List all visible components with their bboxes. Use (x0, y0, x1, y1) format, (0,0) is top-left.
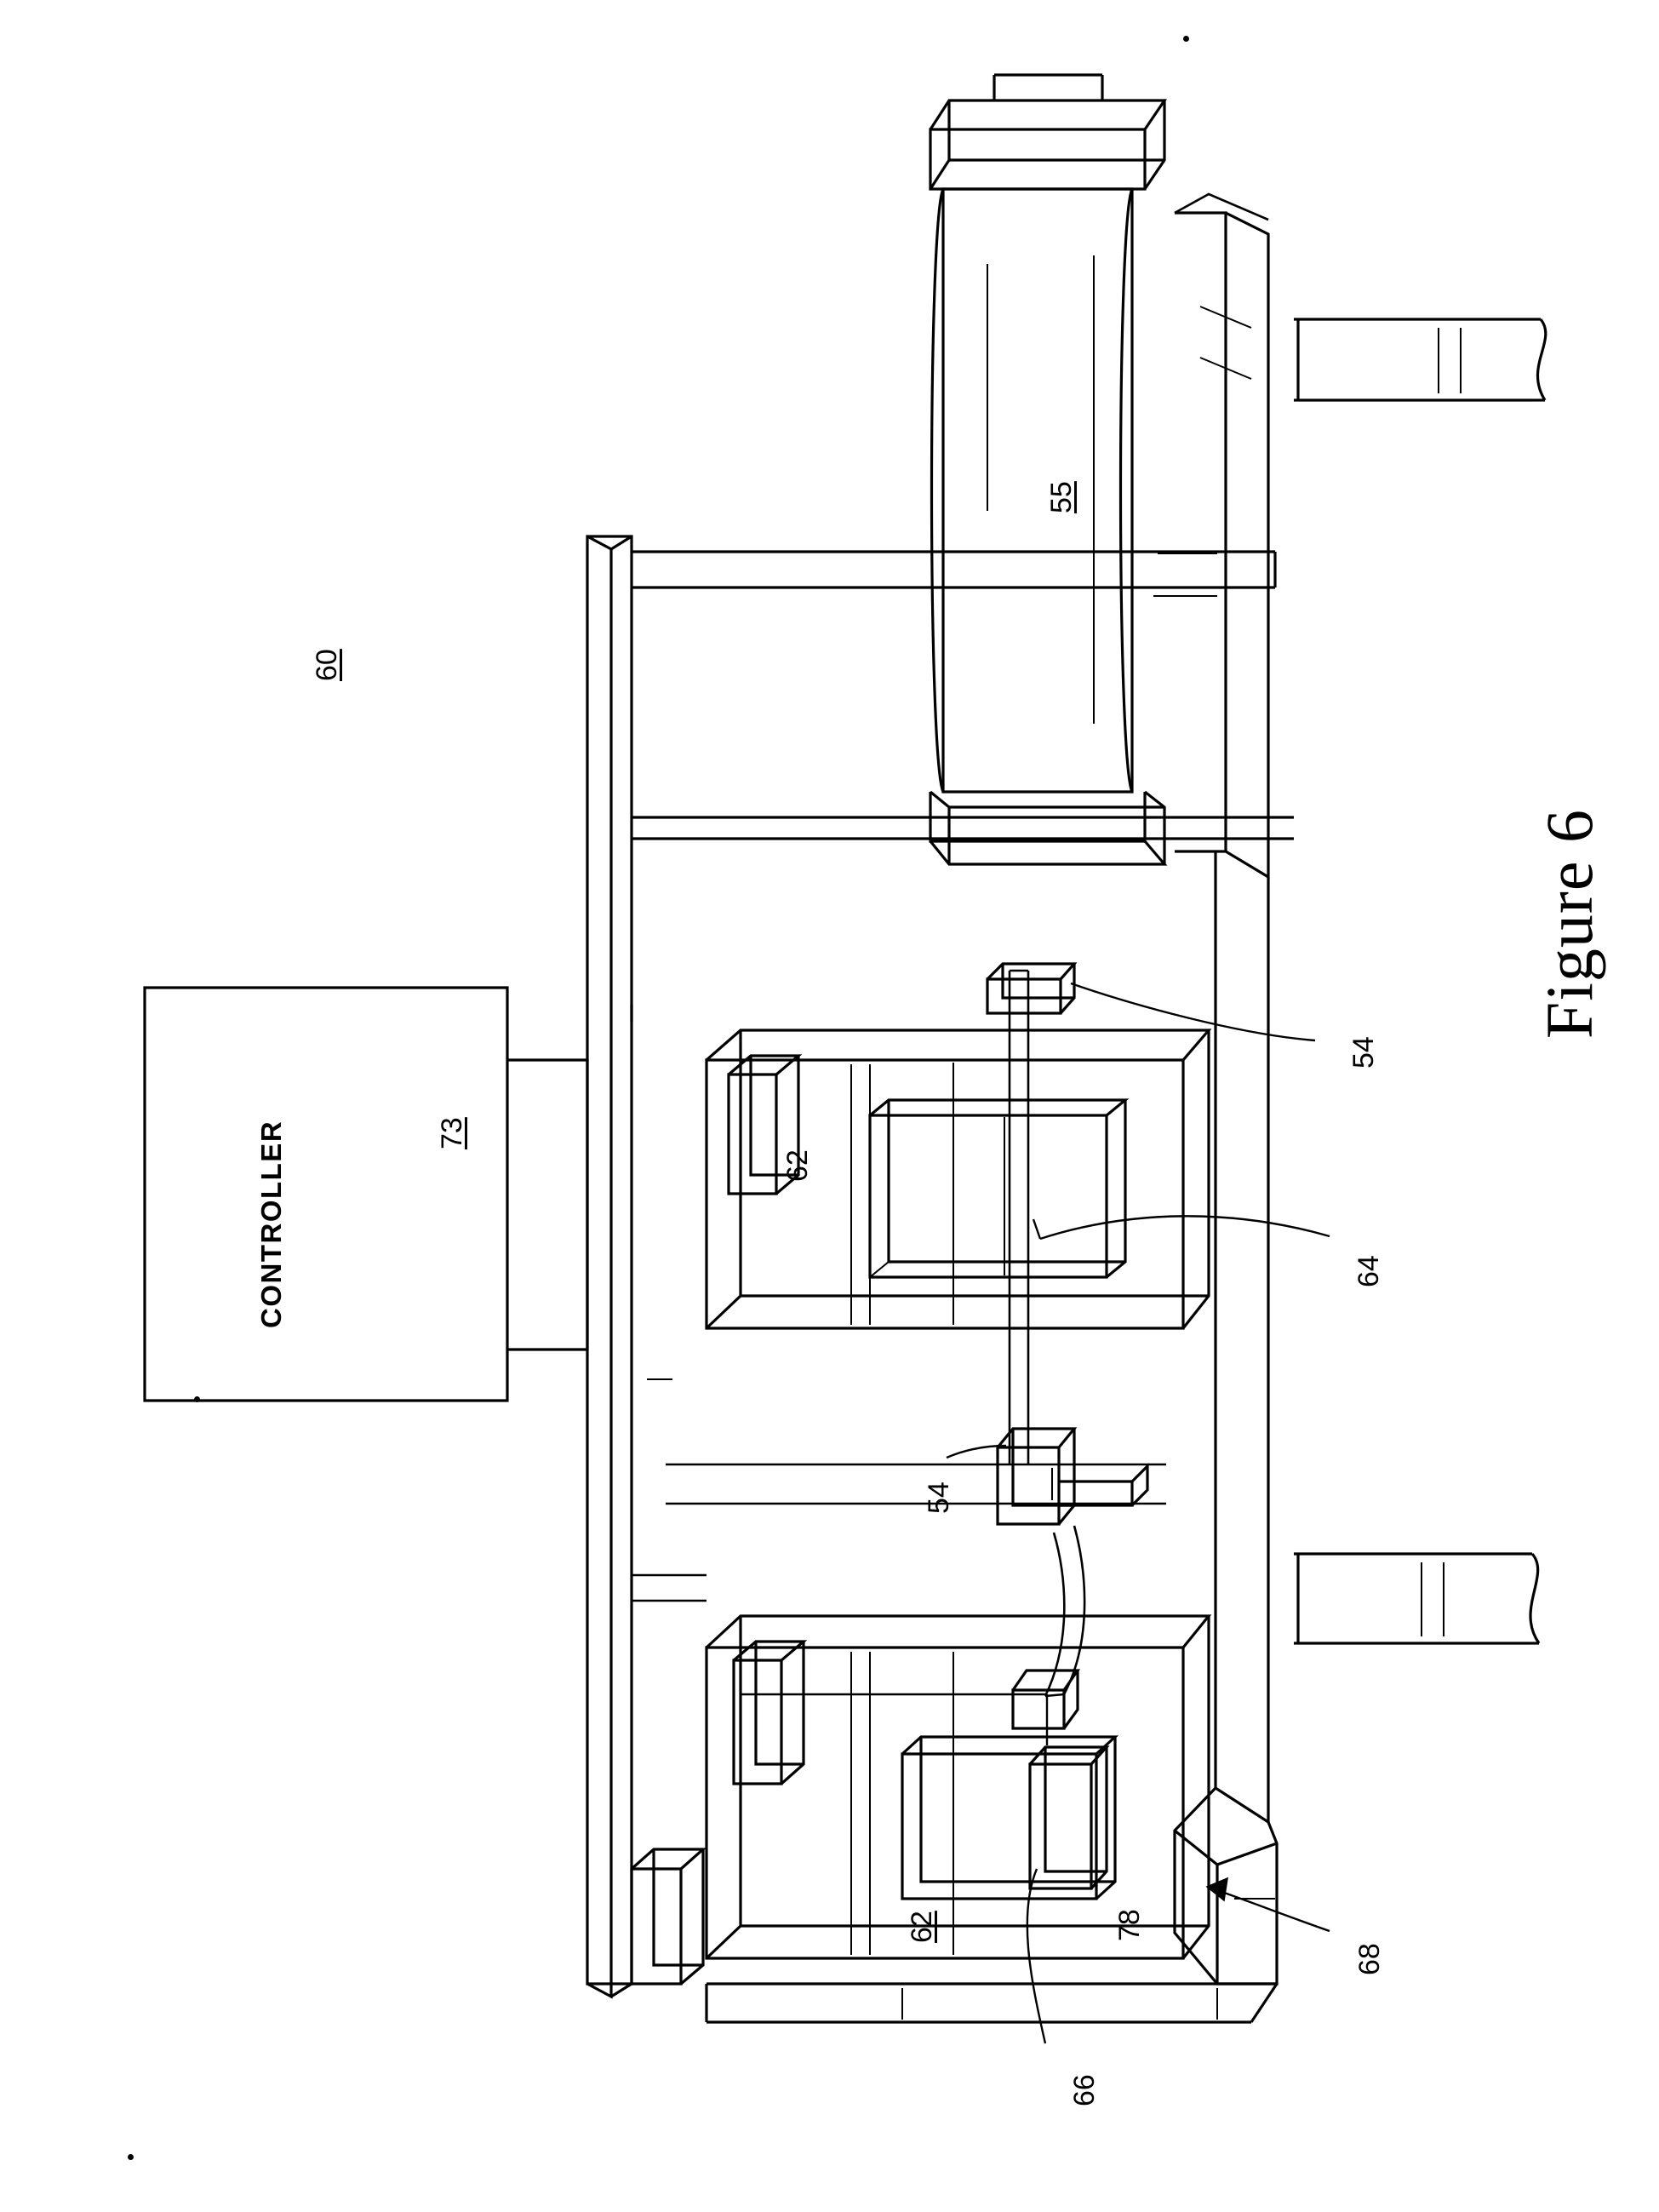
ref-numeral-66: 66 (1068, 2074, 1101, 2106)
figure-caption: Figure 6 (1532, 809, 1606, 1040)
ref-numeral-73: 73 (436, 1117, 468, 1149)
page-mark-top (1183, 36, 1189, 42)
ref-numeral-68: 68 (1353, 1943, 1386, 1975)
ref-numeral-54-upper: 54 (1347, 1036, 1380, 1069)
ref-numeral-55: 55 (1045, 481, 1078, 513)
ref-numeral-54-lower: 54 (923, 1481, 955, 1514)
page-mark-bottom-left (128, 2154, 134, 2160)
ref-numeral-62-lower: 62 (906, 1911, 938, 1943)
ref-numeral-60: 60 (311, 649, 343, 681)
page-mark-left (194, 1396, 200, 1402)
ref-numeral-78: 78 (1113, 1909, 1146, 1941)
ref-numeral-64: 64 (1353, 1255, 1385, 1287)
controller-box-label: CONTROLLER (255, 1120, 287, 1328)
ref-numeral-62-upper: 62 (781, 1149, 814, 1182)
